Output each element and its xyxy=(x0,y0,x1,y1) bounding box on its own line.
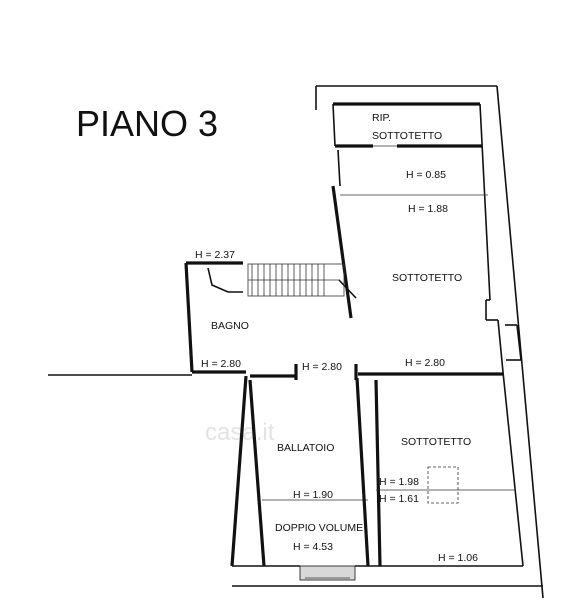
bottom-wall xyxy=(232,565,543,587)
room-label-ballatoio: BALLATOIO xyxy=(277,442,334,454)
height-label-280-right: H = 2.80 xyxy=(405,357,445,369)
room-label-bagno: BAGNO xyxy=(211,320,249,332)
room-label-sottotetto-upper: SOTTOTETTO xyxy=(392,272,462,284)
height-label-085: H = 0.85 xyxy=(406,169,446,181)
skylight xyxy=(427,466,459,504)
rip-sottotetto-room xyxy=(332,102,482,148)
room-label-doppio-volume: DOPPIO VOLUME xyxy=(275,522,363,534)
height-label-280-bagno: H = 2.80 xyxy=(201,358,241,370)
outer-walls xyxy=(315,85,544,599)
floor-divider xyxy=(48,364,503,380)
lower-sottotetto-room xyxy=(376,466,516,504)
room-label-rip-1: RIP. xyxy=(372,112,391,124)
room-label-rip-2: SOTTOTETTO xyxy=(372,130,442,142)
plan-title: PIANO 3 xyxy=(76,103,218,144)
upper-sottotetto-room xyxy=(331,149,488,319)
height-label-237: H = 2.37 xyxy=(195,249,235,261)
height-label-106: H = 1.06 xyxy=(438,552,478,564)
bagno-room xyxy=(184,261,246,374)
height-label-453: H = 4.53 xyxy=(293,541,333,553)
staircase xyxy=(247,263,345,297)
height-label-198: H = 1.98 xyxy=(379,476,419,488)
height-label-190: H = 1.90 xyxy=(293,489,333,501)
height-label-161: H = 1.61 xyxy=(379,493,419,505)
height-label-188: H = 1.88 xyxy=(408,203,448,215)
room-label-sottotetto-lower: SOTTOTETTO xyxy=(401,436,471,448)
height-label-280-corridor: H = 2.80 xyxy=(302,361,342,373)
ballatoio-room xyxy=(230,375,382,567)
